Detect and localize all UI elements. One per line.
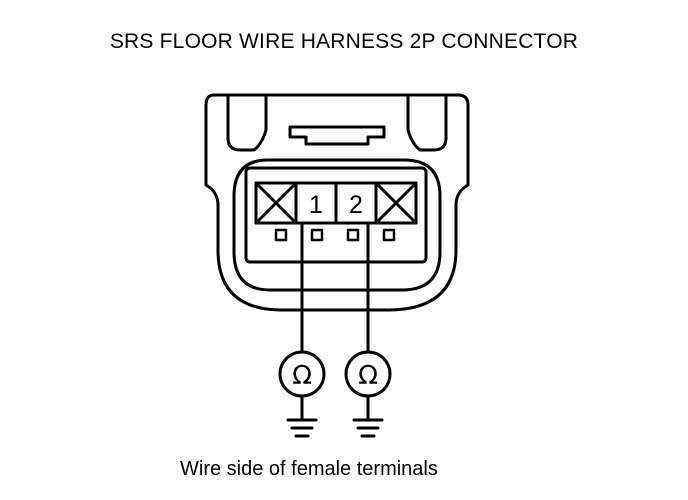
retainer-slot <box>310 228 324 242</box>
ohm-symbol-2: Ω <box>358 361 378 391</box>
connector-housing <box>204 93 470 312</box>
ground-symbol-2 <box>352 394 384 438</box>
terminal-2-label: 2 <box>349 191 363 219</box>
left-latch <box>226 95 268 152</box>
right-latch <box>406 95 448 152</box>
retainer-slot <box>274 228 288 242</box>
retainer-slot <box>382 228 396 242</box>
inner-cavity <box>232 158 442 292</box>
ground-symbol-1 <box>286 394 318 438</box>
ohm-symbol-1: Ω <box>292 361 312 391</box>
terminal-1-label: 1 <box>309 191 323 219</box>
terminal-frame <box>244 166 428 264</box>
blank-terminal-right <box>374 181 418 225</box>
diagram-title: SRS FLOOR WIRE HARNESS 2P CONNECTOR <box>109 30 579 53</box>
top-key <box>288 125 386 146</box>
retainer-slot <box>346 228 360 242</box>
diagram-caption: Wire side of female terminals <box>180 458 438 480</box>
